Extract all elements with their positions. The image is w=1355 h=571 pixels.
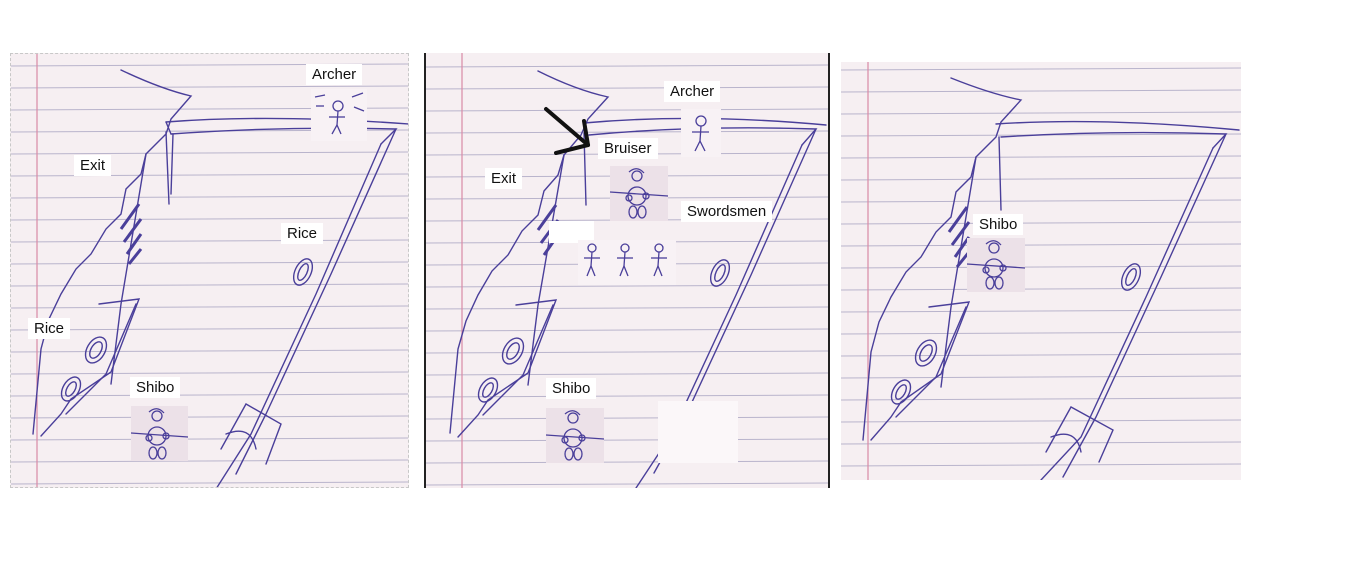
archer-figure [681, 109, 721, 157]
label-swordsmen: Swordsmen [681, 201, 773, 222]
arrow-icon [544, 107, 590, 155]
bruiser-icon [610, 168, 668, 219]
shibo-figure [546, 408, 604, 463]
archer-figure [311, 89, 367, 141]
sketch-panel-3: Shibo [841, 62, 1241, 480]
label-bruiser: Bruiser [598, 138, 658, 159]
stick-figure-icon [692, 115, 709, 152]
sketch-panel-1: Archer Exit Rice Rice Shibo [10, 53, 409, 488]
label-rice-left: Rice [28, 318, 71, 339]
shibo-icon [131, 408, 188, 460]
shibo-icon [967, 240, 1025, 290]
erased-area-lower [658, 401, 738, 463]
stick-figure-icon [314, 92, 365, 135]
label-archer: Archer [306, 64, 363, 85]
label-archer: Archer [664, 81, 721, 102]
shibo-figure [131, 406, 188, 461]
swordsmen-icon [584, 243, 667, 277]
sketch-panel-2: Archer Bruiser Swordsmen [424, 53, 830, 488]
label-shibo: Shibo [973, 214, 1024, 235]
shibo-icon [546, 410, 604, 461]
bruiser-figure [610, 166, 668, 221]
shibo-figure [967, 238, 1025, 292]
label-exit: Exit [74, 155, 112, 176]
label-exit: Exit [485, 168, 523, 189]
sketch-drawing-3 [841, 62, 1241, 480]
label-shibo: Shibo [546, 378, 597, 399]
erased-area [549, 221, 594, 243]
label-rice-right: Rice [281, 223, 324, 244]
label-shibo: Shibo [130, 377, 181, 398]
swordsmen-group [578, 240, 676, 285]
